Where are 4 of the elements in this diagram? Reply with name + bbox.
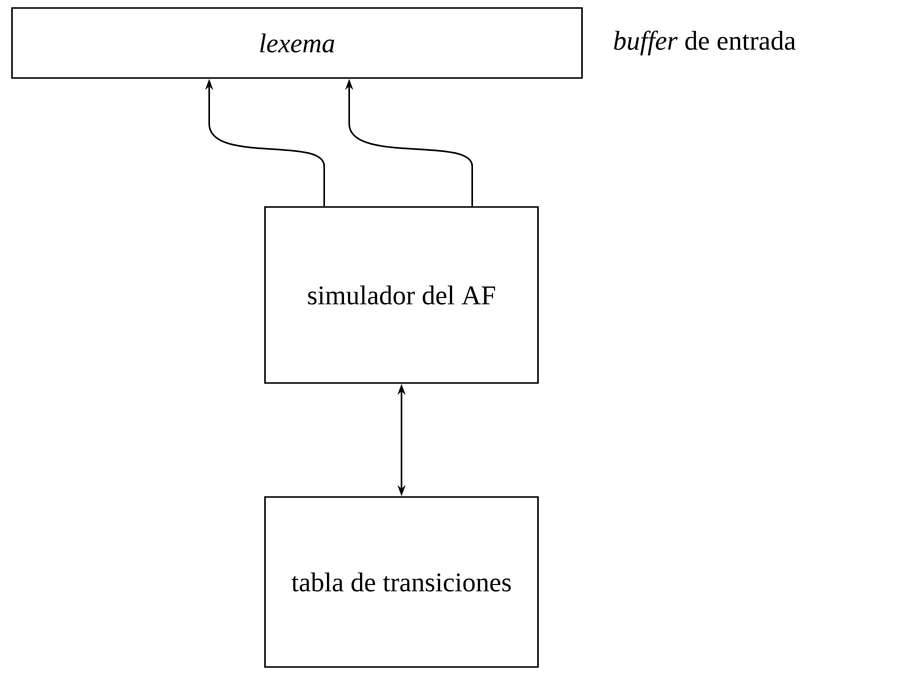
box-caption: buffer de entrada [614,30,796,56]
process-box: tabla de transiciones [264,496,539,668]
process-box: lexema [11,7,583,79]
process-box: simulador del AF [264,206,539,384]
